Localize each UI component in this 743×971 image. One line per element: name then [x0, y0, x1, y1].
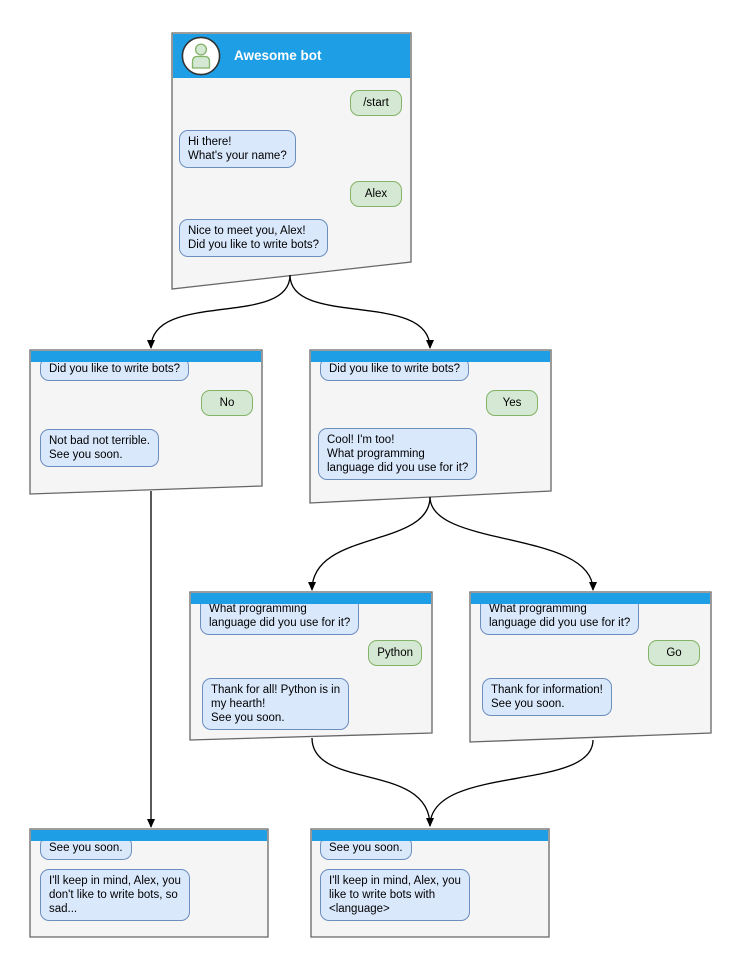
- bot-message-bubble: I'll keep in mind, Alex, you like to wri…: [320, 869, 470, 922]
- bot-message-bubble: Thank for information! See you soon.: [482, 678, 612, 717]
- user-message-bubble: Python: [368, 640, 422, 667]
- edge-yes-to-python: [308, 496, 431, 591]
- user-message-bubble: /start: [350, 90, 402, 117]
- bot-message-bubble: Cool! I'm too! What programming language…: [318, 428, 478, 481]
- user-message-bubble: No: [201, 390, 253, 417]
- chat-header-python: [191, 593, 431, 604]
- edge-go-to-end: [429, 739, 594, 827]
- chat-header-end-no: [31, 830, 267, 841]
- edge-yes-to-go: [429, 496, 597, 591]
- bot-message-bubble: Hi there! What's your name?: [179, 130, 296, 169]
- bot-message-bubble: Not bad not terrible. See you soon.: [40, 429, 160, 468]
- edge-start-to-yes: [289, 274, 434, 349]
- user-message-bubble: Go: [648, 640, 700, 667]
- chat-header-end-lang: [312, 830, 548, 841]
- user-message-bubble: Yes: [486, 390, 538, 417]
- bot-message-bubble: Nice to meet you, Alex! Did you like to …: [179, 219, 329, 258]
- edge-python-to-end: [311, 737, 434, 827]
- bot-message-bubble: I'll keep in mind, Alex, you don't like …: [40, 869, 190, 922]
- user-message-bubble: Alex: [350, 181, 402, 208]
- chat-header-yes: [311, 351, 550, 362]
- edge-start-to-no: [147, 274, 291, 349]
- window-title: Awesome bot: [234, 48, 322, 63]
- bot-avatar-icon: [181, 36, 221, 76]
- bot-message-bubble: Thank for all! Python is in my hearth! S…: [202, 678, 350, 731]
- chat-header-no: [31, 351, 261, 362]
- chat-header-go: [471, 593, 710, 604]
